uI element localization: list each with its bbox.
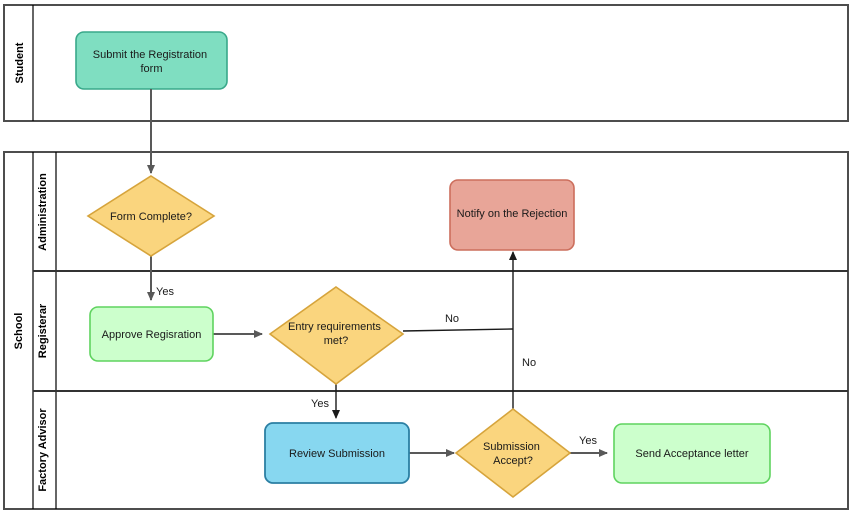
node-label-review-submission: Review Submission (289, 448, 385, 460)
node-review-submission[interactable]: Review Submission (264, 422, 410, 484)
node-submit-registration-form[interactable]: Submit the Registration form (75, 31, 228, 90)
edge-form-complete-to-approve: Yes (147, 256, 174, 301)
node-label-form-complete: Form Complete? (110, 211, 192, 223)
edge-entry-requirements-yes: Yes (311, 384, 340, 419)
edge-label-entry-yes: Yes (311, 398, 329, 410)
node-label-approve-regisration: Approve Regisration (102, 329, 202, 341)
edge-label-submission-yes: Yes (579, 435, 597, 447)
node-label-notify-on-the-rejection: Notify on the Rejection (457, 208, 568, 220)
pool-student: Student (3, 4, 849, 122)
edge-label-entry-no: No (445, 313, 459, 325)
edge-submission-accept-no: No (509, 251, 536, 420)
node-form-complete[interactable]: Form Complete? (86, 175, 216, 257)
node-label-submission-accept: Submission Accept? (483, 441, 543, 467)
node-approve-regisration[interactable]: Approve Regisration (89, 306, 214, 362)
lane-label-factory-advisor: Factory Advisor (37, 408, 49, 492)
node-label-entry-requirements-met: Entry requirements met? (288, 321, 384, 347)
lane-label-registerar: Registerar (37, 303, 49, 358)
edge-entry-requirements-no: No (402, 313, 514, 332)
node-notify-on-the-rejection[interactable]: Notify on the Rejection (449, 179, 575, 251)
pool-label-school: School (13, 313, 25, 350)
node-entry-requirements-met[interactable]: Entry requirements met? (268, 286, 405, 386)
pool-label-student: Student (14, 42, 26, 83)
pool-school: School Administration Registerar Factory… (3, 151, 849, 510)
lane-label-administration: Administration (37, 173, 49, 251)
edge-label-submission-no: No (522, 357, 536, 369)
node-submission-accept[interactable]: Submission Accept? (454, 407, 572, 499)
edge-submission-accept-yes: Yes (570, 435, 608, 457)
node-label-submit-registration-form: Submit the Registration form (93, 49, 210, 75)
node-label-send-acceptance-letter: Send Acceptance letter (635, 448, 748, 460)
edge-label-form-complete-yes: Yes (156, 286, 174, 298)
node-send-acceptance-letter[interactable]: Send Acceptance letter (613, 423, 771, 484)
